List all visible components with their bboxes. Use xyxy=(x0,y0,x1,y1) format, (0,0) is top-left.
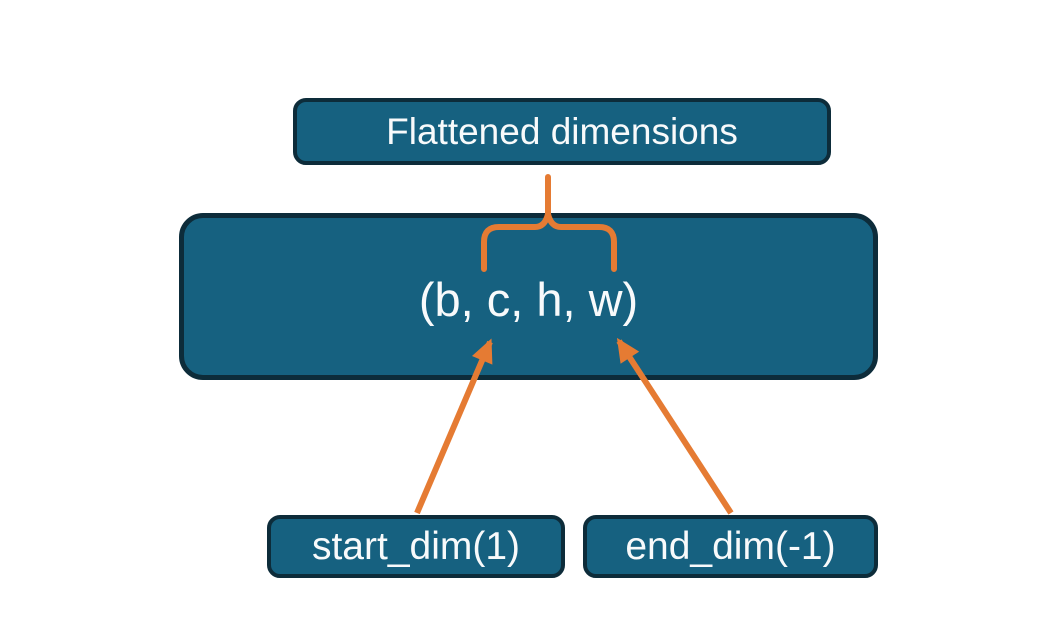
flattened-dimensions-label: Flattened dimensions xyxy=(386,110,738,152)
node-flattened-dimensions: Flattened dimensions xyxy=(293,98,831,165)
node-start-dim: start_dim(1) xyxy=(267,515,565,578)
end-dim-label: end_dim(-1) xyxy=(625,524,836,568)
start-dim-label: start_dim(1) xyxy=(311,524,521,568)
node-end-dim: end_dim(-1) xyxy=(583,515,878,578)
tensor-shape-label: (b, c, h, w) xyxy=(418,273,639,326)
node-tensor-shape: (b, c, h, w) xyxy=(179,213,878,380)
